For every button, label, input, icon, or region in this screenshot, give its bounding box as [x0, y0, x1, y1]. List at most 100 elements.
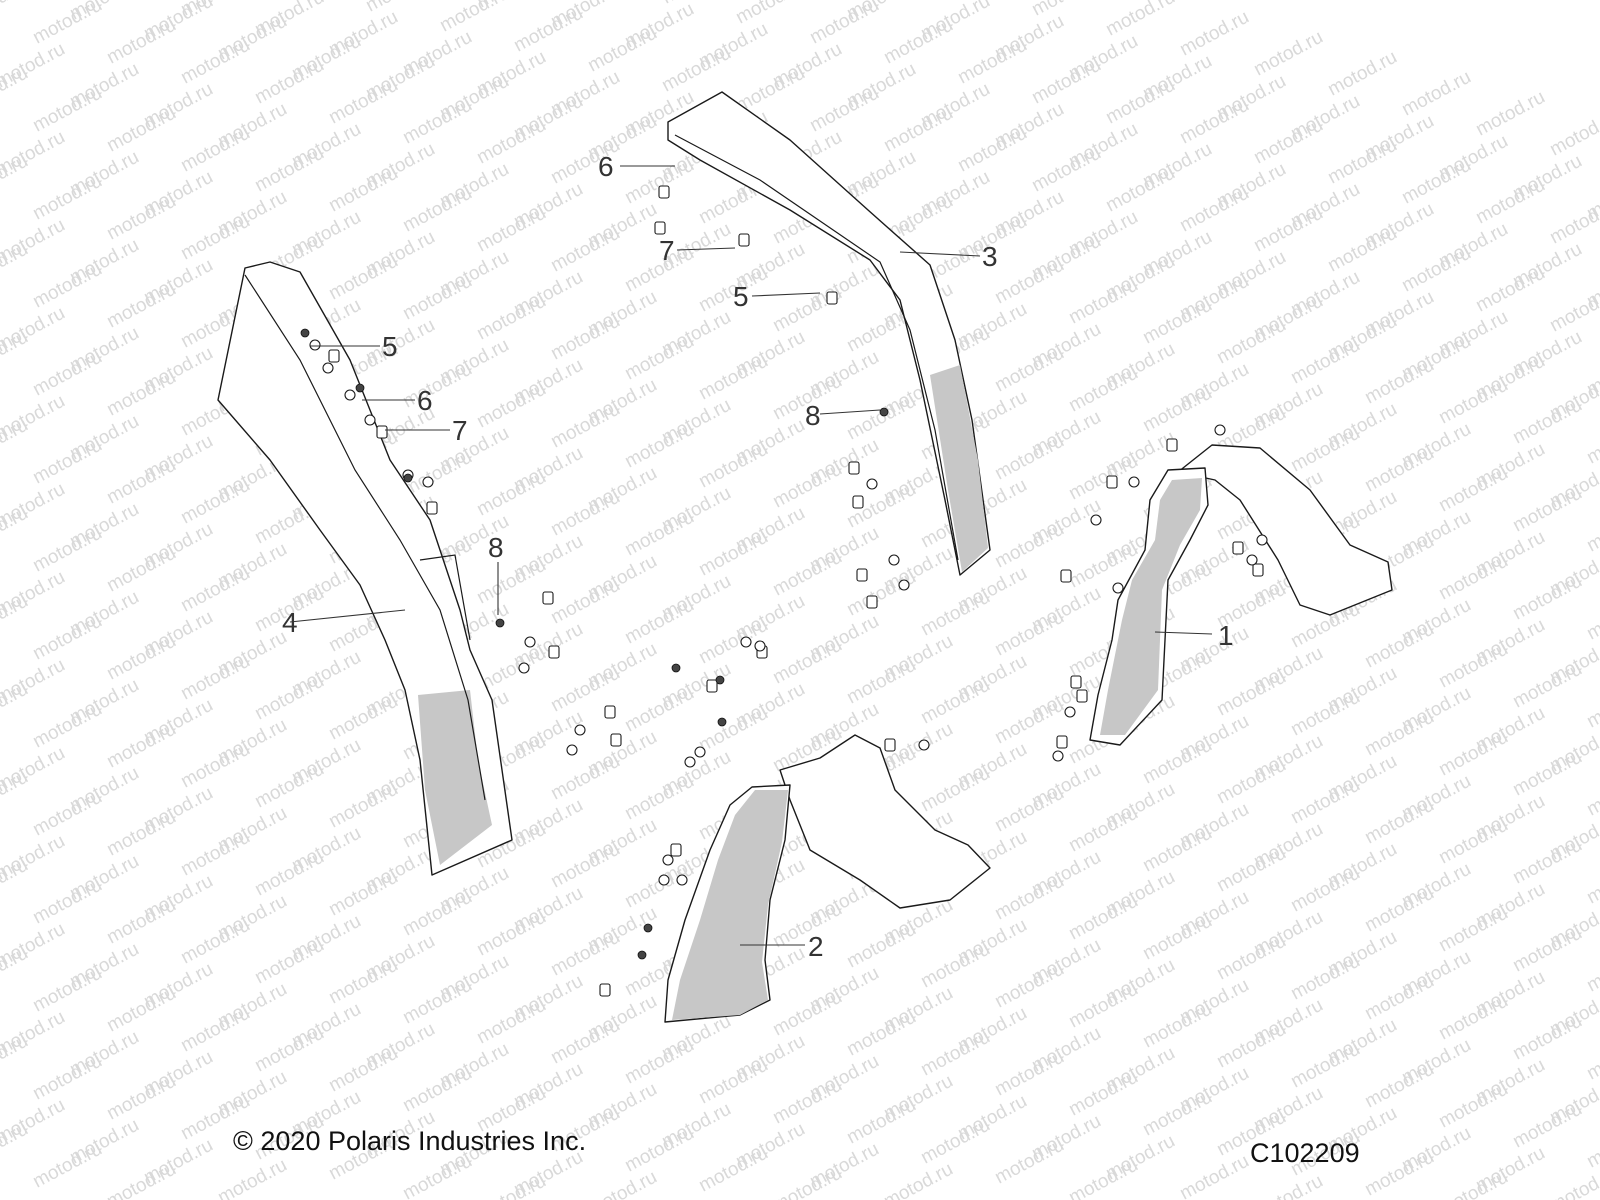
watermark-text: motod.ru [29, 611, 105, 665]
watermark-text: motod.ru [1139, 735, 1215, 789]
watermark-text: motod.ru [991, 871, 1067, 925]
watermark-text: motod.ru [473, 467, 549, 521]
watermark-text: motod.ru [547, 751, 623, 805]
push-rivet [715, 675, 725, 685]
watermark-text: motod.ru [1065, 979, 1141, 1033]
watermark-text: motod.ru [547, 1015, 623, 1069]
watermark-text: motod.ru [991, 519, 1067, 573]
watermark-text: motod.ru [1435, 551, 1511, 605]
watermark-text: motod.ru [1583, 1031, 1600, 1085]
washer [322, 362, 334, 374]
watermark-text: motod.ru [473, 555, 549, 609]
watermark-text: motod.ru [917, 1027, 993, 1081]
watermark-text: motod.ru [436, 0, 512, 36]
push-rivet [495, 618, 505, 628]
watermark-text: motod.ru [1250, 115, 1326, 169]
watermark-text: motod.ru [1435, 639, 1511, 693]
watermark-text: motod.ru [399, 1063, 475, 1117]
watermark-text: motod.ru [621, 419, 697, 473]
watermark-text: motod.ru [1361, 795, 1437, 849]
watermark-text: motod.ru [1509, 571, 1585, 625]
watermark-text: motod.ru [1398, 243, 1474, 297]
clip-nut [1060, 569, 1072, 583]
watermark-text: motod.ru [473, 379, 549, 433]
watermark-text: motod.ru [621, 155, 697, 209]
watermark-text: motod.ru [1176, 1151, 1252, 1200]
clip-nut [328, 349, 340, 363]
clip-nut [852, 495, 864, 509]
watermark-text: motod.ru [251, 1023, 327, 1077]
watermark-text: motod.ru [103, 719, 179, 773]
watermark-text: motod.ru [399, 1151, 475, 1200]
fender-part-4 [217, 261, 513, 876]
watermark-text: motod.ru [695, 703, 771, 757]
watermark-text: motod.ru [547, 311, 623, 365]
washer [658, 874, 670, 886]
watermark-text: motod.ru [1583, 591, 1600, 645]
callout-3: 3 [982, 241, 998, 272]
watermark-text: motod.ru [1287, 863, 1363, 917]
watermark-text: motod.ru [547, 839, 623, 893]
watermark-text: motod.ru [1250, 1171, 1326, 1200]
clip-nut [848, 461, 860, 475]
watermark-text: motod.ru [1361, 707, 1437, 761]
watermark-text: motod.ru [251, 55, 327, 109]
watermark-text: motod.ru [769, 283, 845, 337]
watermark-text: motod.ru [1435, 727, 1511, 781]
watermark-text: motod.ru [806, 83, 882, 137]
watermark-text: motod.ru [917, 675, 993, 729]
callout-1: 1 [1218, 620, 1234, 651]
watermark-text: motod.ru [1583, 415, 1600, 469]
watermark-text: motod.ru [954, 123, 1030, 177]
watermark-text: motod.ru [251, 143, 327, 197]
push-rivet [671, 663, 681, 673]
watermark-text: motod.ru [1435, 815, 1511, 869]
watermark-text: motod.ru [769, 987, 845, 1041]
watermark-text: motod.ru [1324, 223, 1400, 277]
push-rivet [637, 950, 647, 960]
watermark-text: motod.ru [1287, 1039, 1363, 1093]
watermark-text: motod.ru [399, 359, 475, 413]
watermark-text: motod.ru [1028, 55, 1104, 109]
callout-6-left: 6 [417, 385, 433, 416]
watermark-text: motod.ru [103, 1159, 179, 1200]
watermark-text: motod.ru [1324, 47, 1400, 101]
callout-7-top: 7 [659, 235, 675, 266]
watermark-text: motod.ru [1472, 175, 1548, 229]
watermark-text: motod.ru [769, 1075, 845, 1129]
washer [422, 476, 434, 488]
watermark-text: motod.ru [1139, 383, 1215, 437]
watermark-text: motod.ru [103, 103, 179, 157]
watermark-text: motod.ru [1361, 443, 1437, 497]
watermark-text: motod.ru [991, 343, 1067, 397]
watermark-text: motod.ru [917, 763, 993, 817]
watermark-text: motod.ru [880, 103, 956, 157]
watermark-text: motod.ru [1509, 659, 1585, 713]
watermark-text: motod.ru [362, 0, 438, 16]
push-rivet [643, 923, 653, 933]
watermark-text: motod.ru [880, 1159, 956, 1200]
watermark-text: motod.ru [1139, 823, 1215, 877]
callout-8-center: 8 [805, 400, 821, 431]
washer [1256, 534, 1268, 546]
watermark-text: motod.ru [177, 915, 253, 969]
watermark-text: motod.ru [177, 1003, 253, 1057]
watermark-text: motod.ru [29, 1051, 105, 1105]
washer [524, 636, 536, 648]
watermark-text: motod.ru [917, 1115, 993, 1169]
clip-nut [1252, 563, 1264, 577]
watermark-text: motod.ru [1213, 667, 1289, 721]
watermark-text: motod.ru [991, 255, 1067, 309]
watermark-text: motod.ru [1583, 1119, 1600, 1173]
watermark-text: motod.ru [1435, 1167, 1511, 1200]
watermark-text: motod.ru [1472, 87, 1548, 141]
watermark-text: motod.ru [29, 435, 105, 489]
watermark-text: motod.ru [1509, 923, 1585, 977]
clip-nut [706, 679, 718, 693]
watermark-text: motod.ru [325, 1043, 401, 1097]
watermark-text: motod.ru [547, 575, 623, 629]
watermark-text: motod.ru [325, 251, 401, 305]
figure-id: C102209 [1250, 1138, 1360, 1168]
washer [1052, 750, 1064, 762]
watermark-text: motod.ru [1065, 891, 1141, 945]
